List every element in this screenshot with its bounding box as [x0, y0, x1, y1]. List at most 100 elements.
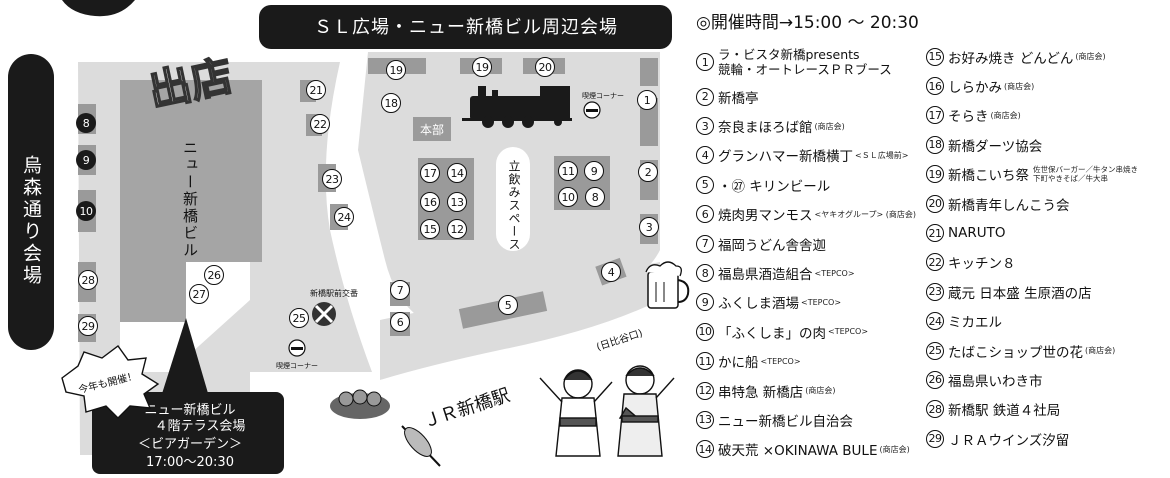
legend-name: 串特急 新橋店 [718, 384, 804, 401]
legend-tag: (商店会) [814, 121, 845, 131]
stall-marker-19: 19 [386, 60, 406, 80]
legend-number: 2 [696, 87, 714, 106]
karasumori-banner [8, 54, 54, 350]
stall-marker-20: 20 [535, 57, 555, 77]
terrace-line4: 17:00～20:30 [146, 455, 234, 470]
legend-tag: <TEPCO> [828, 327, 869, 337]
legend-name: 新橋ダーツ協会 [948, 138, 1043, 155]
stall-marker-10: 10 [558, 187, 578, 207]
legend-number: 8 [696, 264, 714, 283]
legend-name: お好み焼き どんどん [948, 50, 1074, 67]
terrace-line3: ＜ビアガーデン＞ [138, 436, 242, 452]
this-year-badge [61, 345, 160, 419]
legend-tag: (商店会) [990, 110, 1021, 120]
legend-name: ・㉗ キリンビール [718, 178, 831, 195]
terrace-line2: ４階テラス会場 [155, 419, 246, 434]
terrace-notch [120, 262, 250, 372]
stall-marker-8: 8 [76, 113, 96, 133]
stall-marker-27: 27 [189, 284, 209, 304]
legend-number: 19 [926, 165, 944, 184]
legend-number: 5 [696, 175, 714, 194]
terrace-line1: ニュー新橋ビル [144, 402, 235, 418]
legend-number: 28 [926, 400, 944, 419]
legend-number: 7 [696, 234, 714, 253]
new-shinbashi-building [120, 80, 262, 322]
stall-marker-9: 9 [76, 150, 96, 170]
stall-marker-7: 7 [390, 280, 410, 300]
legend-item: 10「ふくしま」の肉<TEPCO> [696, 317, 928, 346]
legend-name: ニュー新橋ビル自治会 [718, 413, 853, 430]
stall-marker-25: 25 [289, 308, 309, 328]
legend-number: 25 [926, 341, 944, 360]
stall-marker-15: 15 [420, 219, 440, 239]
stall-marker-14: 14 [447, 163, 467, 183]
police-box-icon [312, 302, 336, 326]
legend-number: 4 [696, 146, 714, 165]
legend-number: 20 [926, 194, 944, 213]
legend-name: 新橋こいち祭 [948, 168, 1029, 185]
legend-number: 16 [926, 77, 944, 96]
legend-tag: (商店会) [805, 386, 836, 396]
honbu-label: 本部 [420, 122, 444, 137]
legend-name: かに船 [718, 355, 759, 372]
stall-marker-26: 26 [204, 265, 224, 285]
legend-name: ラ・ビスタ新橋presents [718, 47, 860, 62]
legend-name: NARUTO [948, 225, 1006, 242]
stall-marker-28: 28 [78, 270, 98, 290]
legend-item: 5・㉗ キリンビール [696, 170, 928, 199]
legend-name: 福岡うどん舎舎迦 [718, 237, 826, 254]
legend-name: しらかみ [948, 80, 1002, 97]
legend-number: 14 [696, 440, 714, 459]
legend-tag: <TEPCO> [760, 356, 801, 366]
corner-decoration [62, 0, 135, 17]
stall-marker-19: 19 [472, 57, 492, 77]
legend-note: 佐世保バーガー／牛タン串焼き下町やきそば／牛大串 [1033, 165, 1138, 184]
smoking-icon [583, 101, 601, 119]
legend-number: 13 [696, 410, 714, 429]
legend-number: 24 [926, 312, 944, 331]
legend-name-line2: 競輪・オートレースＰＲブース [718, 62, 892, 77]
legend-number: 18 [926, 135, 944, 154]
stall-marker-6: 6 [390, 312, 410, 332]
takoyaki-icon [330, 389, 390, 419]
legend-number: 10 [696, 322, 714, 341]
sl-venue-title: ＳＬ広場・ニュー新橋ビル周辺会場 [314, 17, 618, 38]
legend-name: 「ふくしま」の肉 [718, 325, 826, 342]
legend-tag: <ＳＬ広場前> [855, 150, 909, 160]
beer-mug-icon [645, 261, 690, 309]
legend-number: 29 [926, 429, 944, 448]
legend-name: 新橋駅 鉄道４社局 [948, 403, 1061, 420]
legend-name: 福島県酒造組合 [718, 267, 813, 284]
tachinomi-space [496, 147, 530, 251]
terrace-bubble-tail [160, 318, 210, 400]
corn-dog-icon [401, 425, 441, 467]
stall-marker-18: 18 [381, 93, 401, 113]
stall-marker-11: 11 [558, 161, 578, 181]
legend-number: 1 [696, 53, 714, 71]
stall-marker-4: 4 [601, 262, 621, 282]
stall-marker-2: 2 [638, 162, 658, 182]
smoking-corner-label-bottom: 喫煙コーナー [276, 361, 318, 370]
stall-marker-5: 5 [498, 295, 518, 315]
stall-marker-23: 23 [322, 169, 342, 189]
sl-venue-banner [259, 5, 672, 49]
legend-name: ふくしま酒場 [718, 296, 799, 313]
